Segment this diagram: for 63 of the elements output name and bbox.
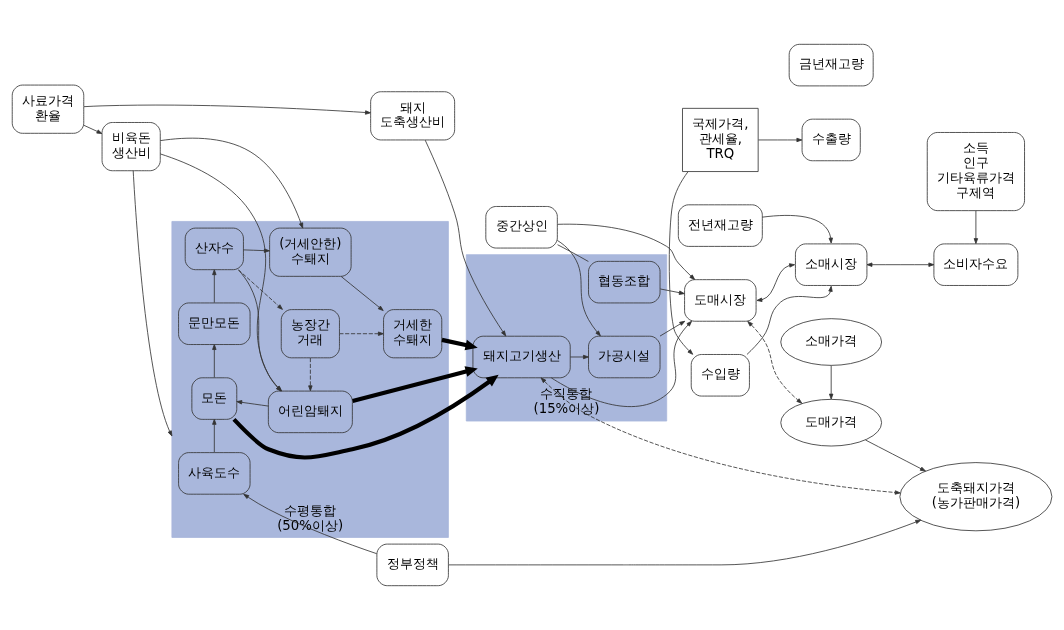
node-box: 어린암퇘지 <box>267 390 353 434</box>
arrow <box>973 210 979 244</box>
node-box: 사육도수 <box>178 452 251 495</box>
node-box: 산자수 <box>184 227 244 271</box>
arrow <box>212 269 217 304</box>
node-box: 농장간 거래 <box>280 309 340 359</box>
arrow <box>747 321 803 404</box>
arrow <box>829 365 834 400</box>
node-ellipse: 도축돼지가격 (농가판매가격) <box>899 462 1053 532</box>
node-box: 돼지고기생산 <box>472 335 571 379</box>
node-box: 소득 인구 기타육류가격 구제역 <box>926 132 1025 212</box>
arrow <box>212 344 217 378</box>
arrow <box>132 170 173 437</box>
arrow <box>424 139 507 337</box>
node-box: 수입량 <box>690 354 750 397</box>
node-box: 소매시장 <box>795 243 868 286</box>
node-box: 문만모돈 <box>178 302 251 345</box>
arrow <box>243 493 378 555</box>
node-ellipse: 소매가격 <box>780 318 882 366</box>
node-box: 전년재고량 <box>677 204 763 247</box>
node-box: 금년재고량 <box>788 43 874 87</box>
arrow <box>557 223 696 280</box>
arrow <box>540 377 901 495</box>
arrow <box>865 439 926 472</box>
node-box: 사료가격 환율 <box>11 84 85 134</box>
node-box: 도매시장 <box>684 279 757 322</box>
arrow <box>83 124 103 134</box>
node-box: 소비자수요 <box>933 243 1019 286</box>
node-box: 돼지 도축생산비 <box>370 91 456 141</box>
node-box: 수출량 <box>801 118 861 162</box>
arrow <box>866 262 935 267</box>
node-box: 가공시설 <box>588 335 661 379</box>
arrow <box>762 215 833 244</box>
arrow <box>238 269 283 310</box>
node-box: 정부정책 <box>376 543 449 587</box>
node-box: 비육돈 생산비 <box>101 122 161 172</box>
arrow <box>352 366 478 404</box>
arrow <box>448 519 922 566</box>
arrow <box>340 276 384 311</box>
node-box: 거세한 수퇘지 <box>383 309 443 359</box>
arrow <box>212 418 217 453</box>
connector <box>557 244 589 262</box>
arrow <box>746 285 833 355</box>
arrow <box>659 288 685 295</box>
arrow <box>668 171 694 355</box>
node-box: (거세안한) 수퇘지 <box>269 227 352 277</box>
arrow <box>159 137 304 229</box>
arrow <box>758 137 803 143</box>
arrow <box>308 357 313 392</box>
node-box: 협동조합 <box>588 260 661 304</box>
arrow <box>550 320 692 407</box>
arrow <box>556 240 601 337</box>
node-box: 모돈 <box>191 377 238 420</box>
arrow <box>339 331 384 336</box>
node-box: 국제가격, 관세율, TRQ <box>682 107 759 172</box>
arrow <box>659 320 686 337</box>
node-box: 중간상인 <box>485 206 558 249</box>
arrow <box>83 104 371 115</box>
arrow <box>756 263 795 302</box>
arrow <box>236 400 269 407</box>
arrow <box>441 337 478 351</box>
arrow <box>232 374 499 460</box>
arrow <box>569 354 589 360</box>
